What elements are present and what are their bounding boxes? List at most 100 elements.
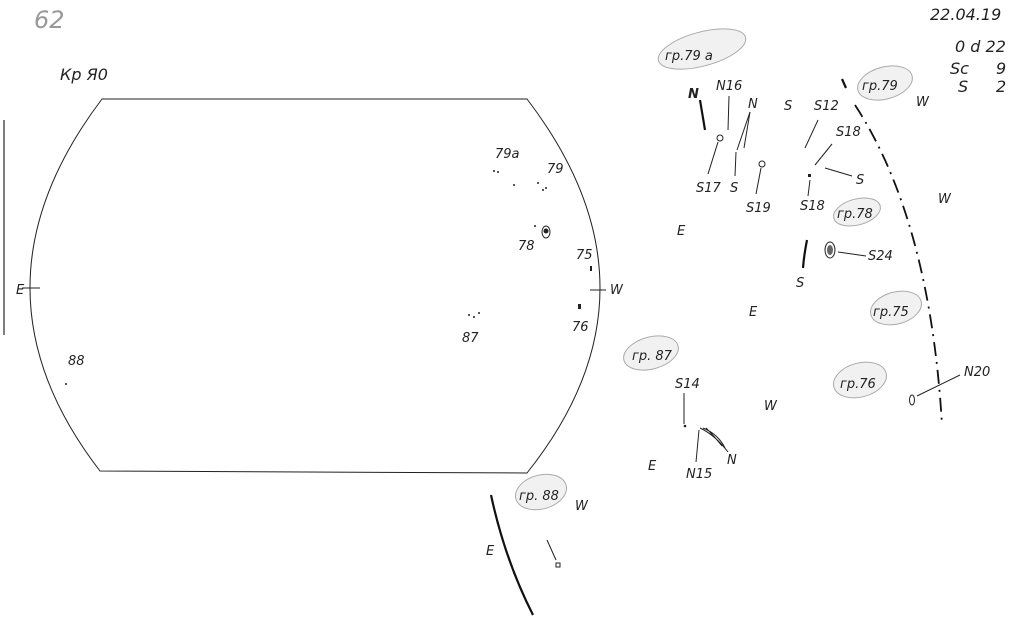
page-number: 62 [34, 6, 65, 34]
label-s: S [784, 99, 792, 114]
pointer-line [814, 143, 833, 166]
solar-disk-outline [29, 98, 601, 474]
spot [683, 424, 687, 428]
label-n: N [748, 97, 758, 112]
label-w: W [938, 192, 952, 207]
label-e: E [486, 544, 495, 559]
label-s17: S17 [696, 181, 722, 196]
group-87-disk-label: 87 [462, 331, 479, 346]
sc-label: Sc [950, 59, 969, 78]
pointer-line [695, 429, 700, 463]
label-n15: N15 [686, 467, 712, 482]
group-76-title: гр.76 [840, 377, 876, 392]
group-79a-label-oval [657, 28, 747, 70]
time: 0 d 22 [955, 37, 1006, 56]
spot [478, 312, 480, 314]
spot [716, 134, 724, 142]
group-78-title: гр.78 [837, 207, 873, 222]
label-s: S [856, 173, 864, 188]
label-w: W [764, 399, 778, 414]
spot [497, 171, 499, 173]
spot [758, 160, 766, 168]
group-78-disk-label: 78 [518, 239, 535, 254]
label-n16: N16 [716, 79, 742, 94]
spot-group-76: 76 [572, 304, 589, 335]
limb-arc [854, 104, 943, 426]
group-79-label-oval [857, 65, 913, 101]
label-s12: S12 [814, 99, 839, 114]
group-79a-title: гр.79 a [665, 49, 713, 64]
spot-group-75: 75 [576, 248, 593, 271]
pointer-line [804, 119, 819, 149]
sc-value: 9 [996, 59, 1006, 78]
spot [578, 304, 581, 309]
spot-penumbra [824, 241, 836, 259]
spot-umbra [827, 245, 833, 255]
group-75-disk-label: 75 [576, 248, 593, 263]
pointer-line [698, 99, 707, 131]
pointer-lines [699, 427, 729, 453]
spot [590, 266, 592, 271]
pointer-line [707, 141, 719, 175]
spot [65, 383, 67, 385]
group-79-disk-label: 79 [547, 162, 564, 177]
group-87-title: гр. 87 [632, 349, 673, 364]
group-87-label-oval [623, 335, 679, 371]
limb-mark [840, 78, 848, 89]
pointer-line [727, 95, 730, 131]
spot [555, 562, 561, 568]
pointer-line [736, 111, 751, 151]
group-88-label-oval [515, 473, 567, 511]
spot [513, 184, 515, 186]
pointer-line [755, 167, 762, 195]
west-label: W [610, 283, 624, 298]
pointer-line [916, 374, 961, 397]
spot-group-79: 79 [537, 162, 564, 191]
label-w: W [575, 499, 589, 514]
spot-penumbra [541, 225, 551, 239]
group-76-disk-label: 76 [572, 320, 589, 335]
s-label: S [958, 77, 968, 96]
label-w: W [916, 95, 930, 110]
group-79a-disk-label: 79a [495, 147, 520, 162]
limb-arc-segment [801, 239, 809, 269]
observer-code: Кр Я0 [60, 65, 108, 84]
pointer-line [807, 179, 811, 197]
label-s14: S14 [675, 377, 700, 392]
spot-umbra [543, 228, 549, 234]
pointer-line [837, 251, 867, 257]
pointer-line [546, 539, 557, 561]
east-mark: E [749, 305, 758, 320]
spot [909, 394, 915, 406]
spot-group-87: 87 [462, 312, 480, 346]
spot [545, 187, 547, 189]
label-s19: S19 [746, 201, 771, 216]
label-s18: S18 [836, 125, 861, 140]
label-n: N [727, 453, 737, 468]
spot-group-88: 88 [65, 354, 85, 385]
spot-group-79a: 79a [493, 147, 520, 186]
group-88-title: гр. 88 [519, 489, 559, 504]
group-75-title: гр.75 [873, 305, 909, 320]
label-s18: S18 [800, 199, 825, 214]
label-s: S [730, 181, 738, 196]
pointer-line [743, 111, 751, 149]
s-value: 2 [996, 77, 1006, 96]
spot [473, 316, 475, 318]
spot [534, 225, 536, 227]
label-e: E [648, 459, 657, 474]
group-75-label-oval [870, 290, 922, 326]
east-mark: E [677, 224, 686, 239]
pointer-line [734, 151, 737, 177]
group-88-disk-label: 88 [68, 354, 85, 369]
spot [537, 182, 539, 184]
spot [493, 170, 495, 172]
label-n: N [688, 87, 699, 102]
label-s24: S24 [868, 249, 893, 264]
group-76-label-oval [833, 361, 887, 399]
group-79-title: гр.79 [862, 79, 898, 94]
date: 22.04.19 [930, 5, 1001, 24]
spot [542, 189, 544, 191]
